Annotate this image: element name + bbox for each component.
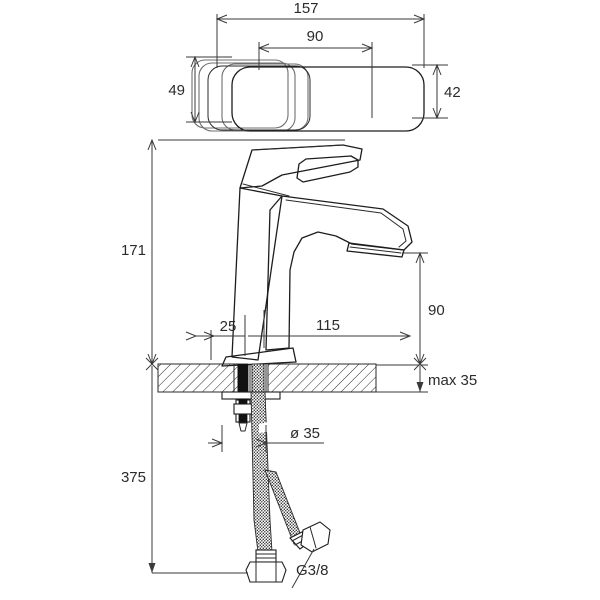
dim-axis-tick-counter	[145, 357, 159, 371]
spout-tip-inner-line	[349, 246, 402, 254]
lever-handle-outline	[239, 144, 363, 189]
dimension-max35: max 35	[416, 366, 477, 392]
g38-leader-line	[291, 548, 315, 589]
faucet-body-column	[231, 187, 283, 361]
dim-25-label: 25	[220, 318, 237, 335]
dimension-171: 171	[121, 140, 345, 364]
dimension-25: 25	[196, 315, 246, 360]
counter-slab-left	[157, 363, 239, 393]
dim-171-label: 171	[121, 242, 146, 259]
hose-bottom-ferrule	[255, 549, 277, 563]
side-view: G3/8 171 375 90	[121, 140, 477, 589]
dimension-42: 42	[412, 65, 461, 118]
secondary-hose-hex-nut	[300, 521, 331, 553]
stud-end	[238, 422, 248, 432]
top-view: 157 90 49 42	[168, 0, 461, 132]
dimension-375: 375	[121, 366, 248, 574]
dim-42-label: 42	[444, 84, 461, 101]
dim-max35-label: max 35	[428, 372, 477, 389]
faucet-shank-stud	[237, 363, 249, 393]
dim-157-label: 157	[293, 0, 318, 17]
dim-g38-label: G3/8	[296, 562, 329, 579]
dim-90-top-label: 90	[307, 28, 324, 45]
lever-grip-outline	[296, 155, 359, 183]
hose-bottom-hex-nut	[245, 561, 287, 583]
top-view-body-outline	[231, 66, 425, 132]
secondary-hose-connector	[289, 521, 331, 553]
dim-49-label: 49	[168, 82, 185, 99]
lever-top-edge	[251, 144, 344, 151]
dimension-90-top: 90	[259, 28, 372, 118]
dim-115-label: 115	[316, 317, 340, 334]
dim-90-side-label: 90	[428, 302, 445, 319]
top-view-lever-outline	[207, 65, 311, 131]
counter-slab	[157, 363, 428, 393]
spout-underside-line	[285, 199, 407, 248]
dimension-49: 49	[168, 57, 232, 122]
supply-hose-through-counter	[251, 363, 265, 393]
fixing-nut-flange	[233, 403, 253, 415]
dimension-115: 115	[248, 310, 410, 348]
counter-slab-right	[267, 363, 377, 393]
faucet-base-plate	[221, 347, 297, 367]
dim-375-label: 375	[121, 469, 146, 486]
hose-bottom-connector	[245, 549, 287, 583]
dimension-diameter-35: ø 35	[208, 425, 324, 452]
spout-outline	[265, 195, 413, 351]
dimension-157: 157	[217, 0, 424, 68]
dim-axis-tick-spout	[413, 357, 427, 371]
spout-aerator-tip	[346, 242, 405, 258]
body-junction-line	[242, 183, 290, 197]
dimension-90-side: 90	[402, 253, 445, 364]
dim-diameter35-label: ø 35	[290, 425, 320, 442]
